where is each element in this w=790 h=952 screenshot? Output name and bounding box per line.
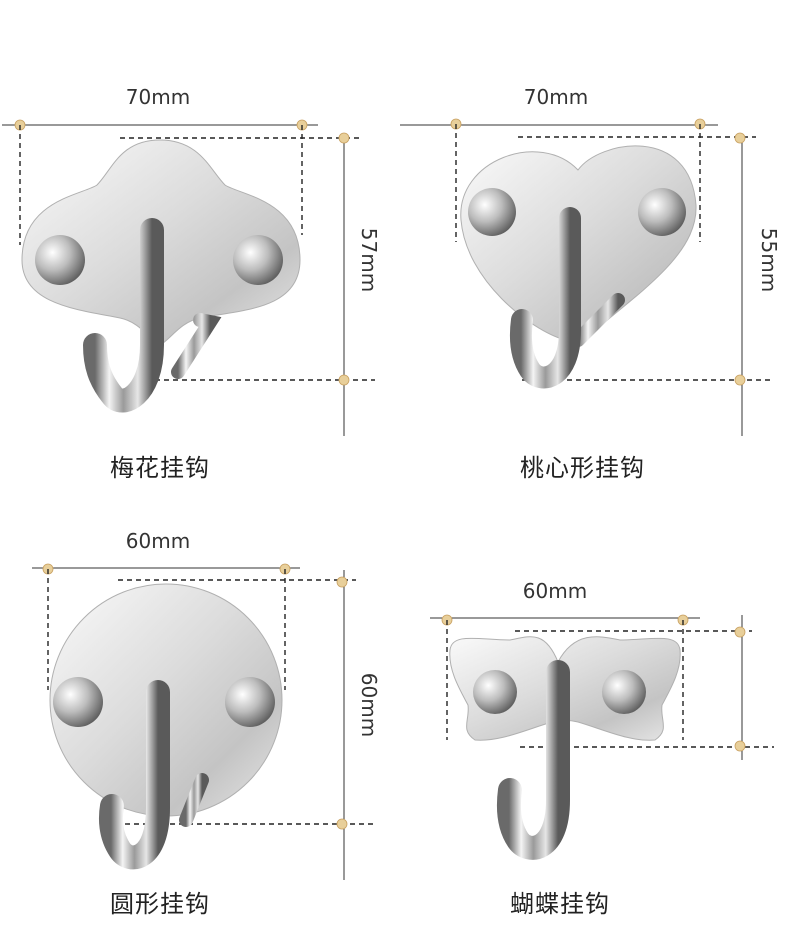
screw-knob [468, 188, 516, 236]
screw-knob [602, 670, 646, 714]
screw-knob [473, 670, 517, 714]
dim-marker [336, 818, 348, 830]
height-label: 60mm [357, 673, 381, 737]
width-label: 70mm [524, 85, 588, 109]
screw-knob [53, 677, 103, 727]
dim-marker [734, 626, 746, 638]
hook-heart: 70mm 55mm [400, 85, 781, 436]
caption-heart: 桃心形挂钩 [520, 454, 645, 482]
width-label: 60mm [523, 579, 587, 603]
dim-marker [734, 132, 746, 144]
height-label: 57mm [357, 228, 381, 292]
hook-plum: 70mm 57mm [2, 85, 381, 436]
hook-arm [510, 207, 581, 389]
dim-marker [734, 740, 746, 752]
dim-marker [338, 374, 350, 386]
height-label: 55mm [757, 228, 781, 292]
screw-knob [35, 235, 85, 285]
screw-knob [233, 235, 283, 285]
dim-marker [336, 576, 348, 588]
hook-arm [83, 218, 164, 413]
dim-marker [338, 132, 350, 144]
caption-round: 圆形挂钩 [110, 890, 210, 918]
width-label: 60mm [126, 529, 190, 553]
hook-round: 60mm 60mm [32, 529, 381, 880]
hook-arm [99, 680, 170, 870]
hook-arm [497, 660, 570, 860]
width-label: 70mm [126, 85, 190, 109]
caption-butterfly: 蝴蝶挂钩 [510, 890, 610, 918]
screw-knob [638, 188, 686, 236]
screw-knob [225, 677, 275, 727]
caption-plum: 梅花挂钩 [110, 454, 210, 482]
dim-marker [734, 374, 746, 386]
hook-butterfly: 60mm [430, 579, 774, 860]
